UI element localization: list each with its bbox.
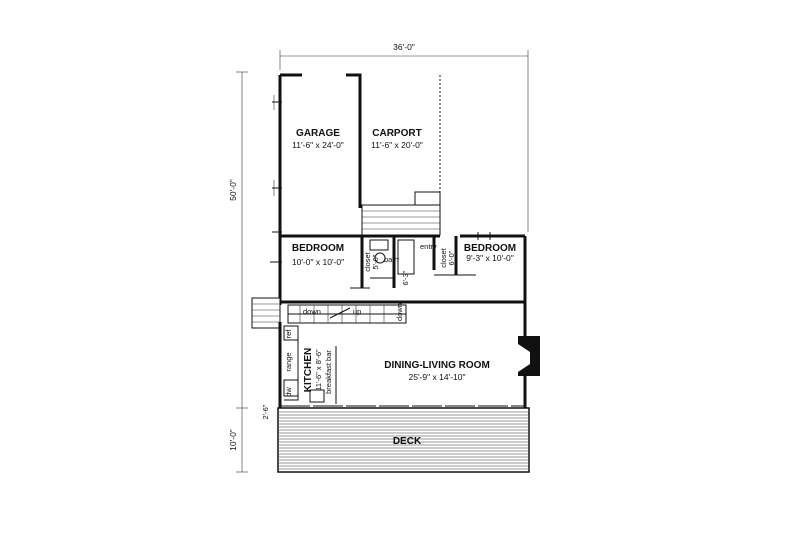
dining-living-size: 25'-9" x 14'-10": [408, 372, 465, 382]
interior-stairs: [287, 304, 407, 324]
entry-steps: [361, 191, 441, 236]
bedroom-right-label: BEDROOM: [464, 243, 516, 254]
small-left-dimension: 2'-6": [261, 404, 270, 419]
small-space-dimension: 6'-3": [401, 270, 410, 285]
garage-label: GARAGE: [296, 128, 340, 139]
carport-label: CARPORT: [372, 128, 421, 139]
closet-left-dimension: 5'-0": [371, 254, 380, 269]
garage-walls: [272, 73, 362, 238]
ref-label: ref: [284, 329, 293, 339]
fireplace: [518, 336, 540, 376]
bedroom-right-size: 9'-3" x 10'-0": [466, 253, 514, 263]
range-label: range: [284, 352, 293, 371]
deck-label: DECK: [393, 436, 422, 447]
breakfast-bar-label: breakfast bar: [324, 350, 333, 394]
garage-size: 11'-6" x 24'-0": [292, 140, 344, 150]
stairs-down-right-label: down: [395, 303, 404, 321]
closet-right-dimension: 6'-0": [447, 250, 456, 265]
bedroom-left-label: BEDROOM: [292, 243, 344, 254]
dimension-lines: [236, 50, 529, 473]
closet-left-label: closet: [363, 251, 372, 272]
closet-right-label: closet: [439, 247, 448, 268]
overall-depth-dimension: 50'-0": [228, 179, 238, 201]
entry-label: entry: [420, 242, 437, 251]
kitchen-size: 11'-6" x 8'-6": [314, 349, 323, 391]
bath-label: bath: [384, 255, 399, 264]
stairs-down-left-label: down: [303, 307, 321, 316]
overall-width-dimension: 36'-0": [393, 42, 415, 52]
bedroom-left-size: 10'-0" x 10'-0": [292, 257, 344, 267]
deck-depth-dimension: 10'-0": [228, 429, 238, 451]
dining-living-label: DINING-LIVING ROOM: [384, 360, 490, 371]
dw-label: dw: [284, 387, 293, 397]
stairs-up-label: up: [353, 307, 361, 316]
kitchen-counters: [283, 325, 337, 404]
kitchen-label: KITCHEN: [303, 348, 314, 392]
deck-area: [277, 407, 530, 473]
bedroom-walls: [270, 232, 527, 305]
carport-size: 11'-6" x 20'-0": [371, 140, 423, 150]
side-steps: [251, 297, 281, 329]
